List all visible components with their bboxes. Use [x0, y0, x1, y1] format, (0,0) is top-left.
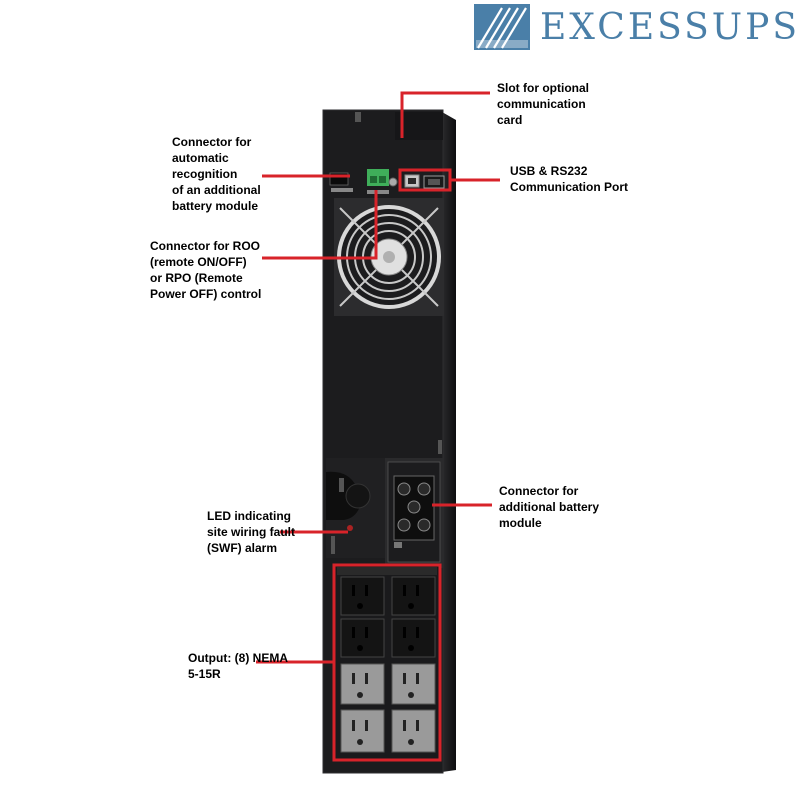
outlet-6	[391, 663, 436, 705]
brand-name: EXCESSUPS	[540, 7, 800, 48]
outlet-2	[391, 576, 436, 616]
callout-outputs-highlight	[332, 563, 442, 762]
label-usb-rs232: USB & RS232 Communication Port	[510, 164, 629, 194]
screw-icon	[388, 177, 398, 187]
outlet-7	[340, 709, 385, 753]
callout-roo-line	[262, 190, 378, 260]
label-ebm-detect: Connector for automatic recognition of a…	[172, 135, 261, 213]
label-outputs: Output: (8) NEMA 5-15R	[188, 651, 288, 681]
outlet-bank	[334, 565, 440, 761]
battery-connector	[393, 475, 435, 548]
cooling-fan	[334, 198, 444, 316]
outlet-1	[340, 576, 385, 616]
usb-rs232-ports	[404, 174, 445, 189]
outlet-3	[340, 618, 385, 658]
brand-logo: EXCESSUPS	[474, 4, 797, 52]
callout-lines	[256, 91, 500, 762]
label-slot: Slot for optional communication card	[497, 81, 589, 127]
logo-mark-icon	[474, 4, 530, 50]
label-swf-led: LED indicating site wiring fault (SWF) a…	[207, 509, 296, 555]
callout-slot-line	[400, 91, 490, 138]
outlet-5	[340, 663, 385, 705]
label-roo-rpo: Connector for ROO (remote ON/OFF) or RPO…	[150, 239, 262, 301]
ac-input-cord	[326, 471, 371, 520]
outlet-8	[391, 709, 436, 753]
outlet-4	[391, 618, 436, 658]
label-battery-connector: Connector for additional battery module	[499, 484, 600, 530]
swf-led	[331, 525, 353, 554]
roo-rpo-terminal	[367, 169, 389, 194]
